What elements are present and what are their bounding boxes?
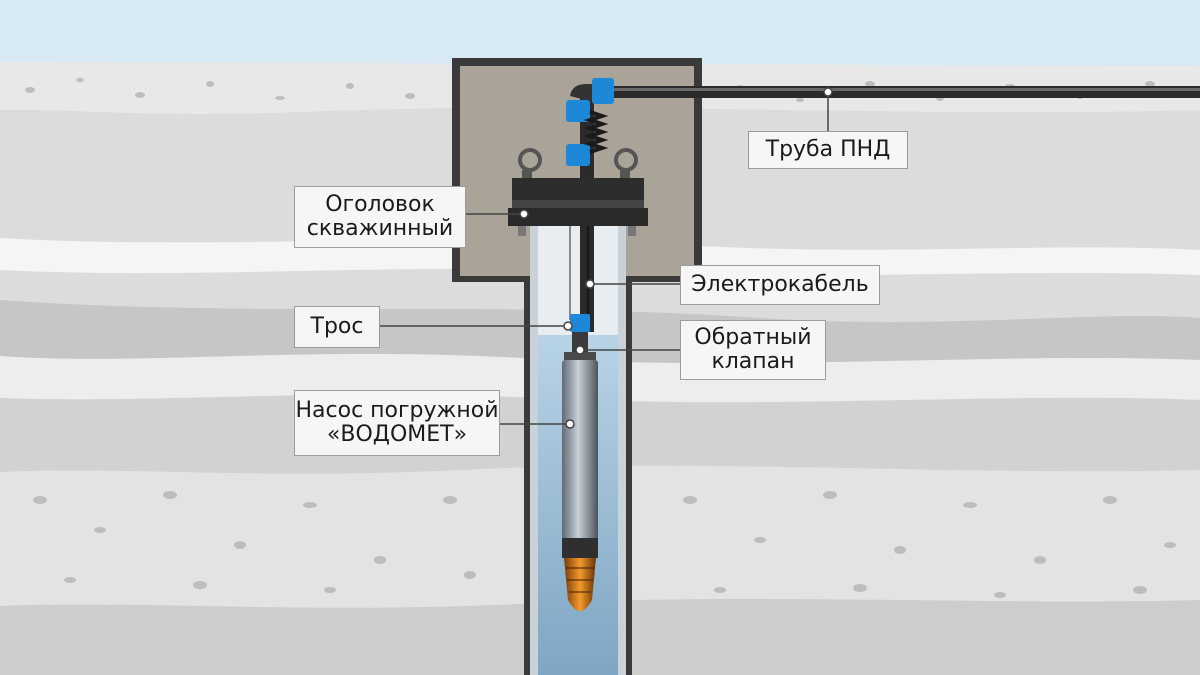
submersible-pump: [562, 332, 598, 611]
wellhead: [508, 148, 648, 236]
label-valve-line1: Обратный: [694, 325, 812, 350]
pebble-texture: [25, 78, 1176, 598]
label-valve-line2: клапан: [711, 349, 795, 374]
hdpe-pipe: [610, 86, 1200, 98]
cable-and-rope: [569, 226, 590, 330]
check-valve: [570, 314, 590, 332]
label-wellhead: Оголовок скважинный: [294, 186, 466, 248]
riser-assembly: [566, 78, 614, 332]
label-pump-line1: Насос погружной: [295, 398, 499, 423]
label-valve: Обратный клапан: [680, 320, 826, 380]
label-cable: Электрокабель: [680, 265, 880, 305]
label-wellhead-line1: Оголовок: [325, 192, 435, 217]
label-pipe: Труба ПНД: [748, 131, 908, 169]
elbow-fitting: [592, 78, 614, 104]
label-pump: Насос погружной «ВОДОМЕТ»: [294, 390, 500, 456]
label-pipe-text: Труба ПНД: [765, 137, 891, 162]
label-wellhead-line2: скважинный: [306, 216, 454, 241]
label-pump-line2: «ВОДОМЕТ»: [326, 422, 468, 447]
label-rope: Трос: [294, 306, 380, 348]
label-rope-text: Трос: [310, 314, 364, 339]
label-cable-text: Электрокабель: [691, 272, 869, 297]
leader-lines: [380, 87, 833, 429]
